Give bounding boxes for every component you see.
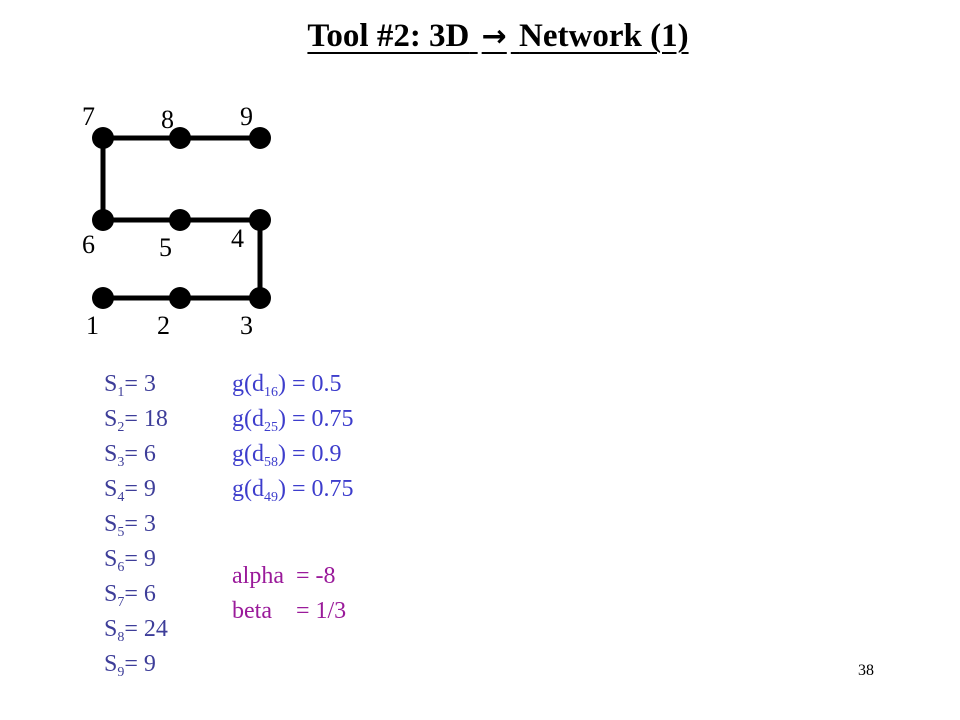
s-subscript: 3	[117, 455, 125, 470]
node-8	[169, 127, 191, 149]
s-label: S	[104, 651, 118, 677]
s-value: = 9	[124, 651, 156, 677]
g-subscript: 58	[264, 455, 278, 470]
s-value-row: S5= 3	[104, 507, 168, 542]
node-label-9: 9	[240, 102, 253, 131]
s-value: = 3	[124, 511, 156, 537]
arrow-icon: →	[481, 19, 507, 54]
node-1	[92, 287, 114, 309]
node-label-3: 3	[240, 311, 253, 340]
s-value: = 6	[124, 581, 156, 607]
s-label: S	[104, 476, 118, 502]
node-3	[249, 287, 271, 309]
s-subscript: 7	[117, 595, 125, 610]
s-value-row: S4= 9	[104, 472, 168, 507]
s-value-row: S9= 9	[104, 647, 168, 682]
s-label: S	[104, 616, 118, 642]
s-value-row: S8= 24	[104, 612, 168, 647]
node-9	[249, 127, 271, 149]
node-6	[92, 209, 114, 231]
s-value: = 3	[124, 371, 156, 397]
g-subscript: 25	[264, 420, 278, 435]
g-prefix: g(d	[232, 371, 264, 397]
g-subscript: 16	[264, 385, 278, 400]
s-subscript: 4	[117, 490, 125, 505]
s-subscript: 1	[117, 385, 125, 400]
g-value-row: g(d16) = 0.5	[232, 367, 354, 402]
title-prefix: Tool #2: 3D	[307, 18, 470, 54]
s-value-row: S6= 9	[104, 542, 168, 577]
g-value: ) = 0.75	[278, 476, 354, 502]
node-4	[249, 209, 271, 231]
node-label-1: 1	[86, 311, 99, 340]
s-label: S	[104, 371, 118, 397]
node-label-5: 5	[159, 233, 172, 262]
s-value: = 9	[124, 546, 156, 572]
s-subscript: 5	[117, 525, 125, 540]
node-label-4: 4	[231, 224, 244, 253]
g-value: ) = 0.9	[278, 441, 342, 467]
s-value-row: S2= 18	[104, 402, 168, 437]
g-value: ) = 0.5	[278, 371, 342, 397]
node-2	[169, 287, 191, 309]
s-label: S	[104, 546, 118, 572]
page-number: 38	[858, 662, 874, 679]
g-value-row: g(d49) = 0.75	[232, 472, 354, 507]
node-5	[169, 209, 191, 231]
s-subscript: 8	[117, 630, 125, 645]
s-label: S	[104, 511, 118, 537]
s-value: = 9	[124, 476, 156, 502]
s-subscript: 9	[117, 665, 125, 680]
parameter-row: alpha = -8	[232, 563, 336, 589]
s-value: = 24	[124, 616, 168, 642]
node-label-2: 2	[157, 311, 170, 340]
g-subscript: 49	[264, 490, 278, 505]
parameter-row: beta = 1/3	[232, 598, 347, 624]
g-value: ) = 0.75	[278, 406, 354, 432]
node-7	[92, 127, 114, 149]
node-label-6: 6	[82, 230, 95, 259]
s-subscript: 2	[117, 420, 125, 435]
g-value-row: g(d25) = 0.75	[232, 402, 354, 437]
node-label-8: 8	[161, 105, 174, 134]
g-prefix: g(d	[232, 441, 264, 467]
s-value: = 6	[124, 441, 156, 467]
g-prefix: g(d	[232, 406, 264, 432]
title-suffix: Network (1)	[519, 18, 689, 54]
s-value: = 18	[124, 406, 168, 432]
s-label: S	[104, 441, 118, 467]
s-label: S	[104, 406, 118, 432]
s-value-row: S1= 3	[104, 367, 168, 402]
s-label: S	[104, 581, 118, 607]
s-subscript: 6	[117, 560, 125, 575]
s-value-row: S7= 6	[104, 577, 168, 612]
node-label-7: 7	[82, 102, 95, 131]
g-prefix: g(d	[232, 476, 264, 502]
slide-title: Tool #2: 3D → Network (1)	[0, 18, 960, 55]
s-value-row: S3= 6	[104, 437, 168, 472]
g-value-row: g(d58) = 0.9	[232, 437, 354, 472]
parameter-list: alpha = -8 beta = 1/3	[232, 559, 346, 629]
